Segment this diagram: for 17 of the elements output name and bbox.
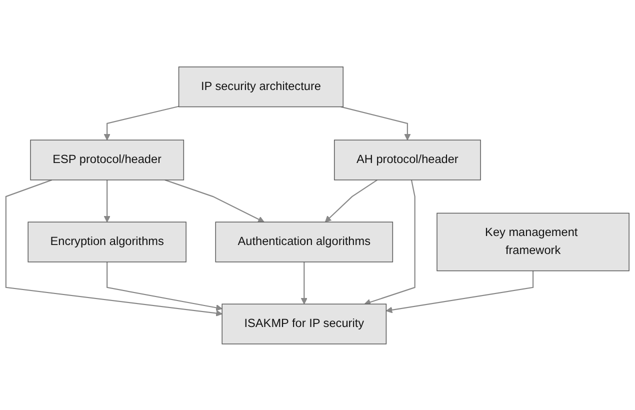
arrow <box>386 270 534 313</box>
arrow <box>324 179 378 222</box>
node-box: Authentication algorithms <box>215 221 394 262</box>
arrow <box>300 262 308 304</box>
node-box: IP security architecture <box>178 66 344 107</box>
node-box: ESP protocol/header <box>30 139 184 180</box>
arrow <box>164 178 264 222</box>
arrow <box>364 179 416 305</box>
arrow <box>104 105 179 140</box>
arrow <box>5 178 222 316</box>
arrow <box>106 262 222 310</box>
arrow <box>340 106 411 140</box>
node-box: Encryption algorithms <box>28 221 186 262</box>
node-box: ISAKMP for IP security <box>222 303 387 344</box>
node-box: Key management framework <box>436 212 630 271</box>
arrow <box>104 180 110 222</box>
node-box: AH protocol/header <box>334 139 481 180</box>
